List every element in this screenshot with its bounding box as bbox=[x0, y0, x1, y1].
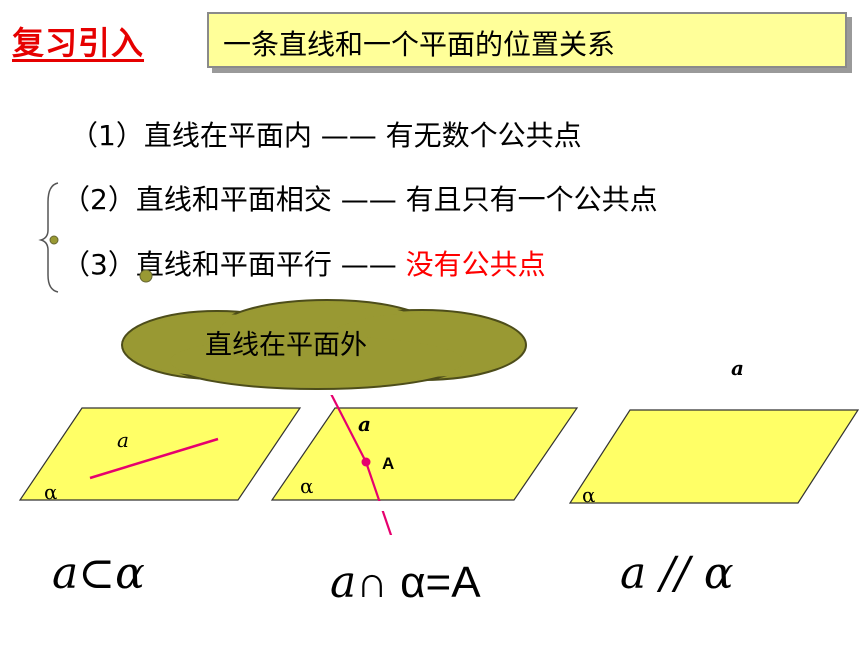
plane-2 bbox=[270, 407, 579, 501]
diagram-3-plane-label: α bbox=[582, 483, 596, 507]
relation-item-3: （3）直线和平面平行 —— 没有公共点 bbox=[62, 243, 546, 283]
line-in-plane bbox=[89, 437, 219, 480]
relation-item-3-text: （3）直线和平面平行 —— bbox=[62, 248, 406, 281]
page-title: 复习引入 bbox=[12, 24, 145, 62]
diagram-1-plane-label: α bbox=[44, 480, 58, 504]
line-gap-mask bbox=[300, 501, 460, 511]
topic-box: 一条直线和一个平面的位置关系 bbox=[207, 12, 847, 68]
relation-item-2: （2）直线和平面相交 —— 有且只有一个公共点 bbox=[62, 183, 658, 216]
diagram-2-line-label: a bbox=[358, 412, 371, 436]
notation-intersect-op: ∩ α=A bbox=[356, 558, 481, 607]
marker-dot bbox=[139, 269, 153, 283]
topic-text: 一条直线和一个平面的位置关系 bbox=[223, 28, 616, 61]
notation-intersect: a∩ α=A bbox=[330, 557, 481, 608]
relation-item-1: （1）直线在平面内 —— 有无数个公共点 bbox=[70, 119, 582, 152]
intersection-point bbox=[361, 457, 371, 467]
cloud-label: 直线在平面外 bbox=[205, 330, 367, 361]
notation-in-plane-text: a⊂α bbox=[52, 548, 145, 599]
diagrams bbox=[18, 395, 860, 535]
plane-3 bbox=[568, 409, 860, 504]
diagram-2-point-label: A bbox=[382, 454, 395, 473]
notation-in-plane: a⊂α bbox=[52, 548, 145, 599]
diagram-1-line-label: a bbox=[117, 428, 129, 452]
diagram-3-line-label: a bbox=[731, 356, 744, 380]
plane-1 bbox=[18, 407, 302, 501]
relation-item-3-highlight: 没有公共点 bbox=[405, 248, 546, 281]
notation-intersect-var: a bbox=[330, 557, 357, 608]
line-intersect-upper bbox=[330, 395, 367, 463]
diagram-2-plane-label: α bbox=[300, 474, 314, 498]
notation-parallel: a // α bbox=[620, 548, 734, 599]
line-intersect-lower bbox=[364, 461, 393, 535]
group-brace bbox=[38, 182, 59, 293]
cloud-shape bbox=[121, 299, 527, 390]
